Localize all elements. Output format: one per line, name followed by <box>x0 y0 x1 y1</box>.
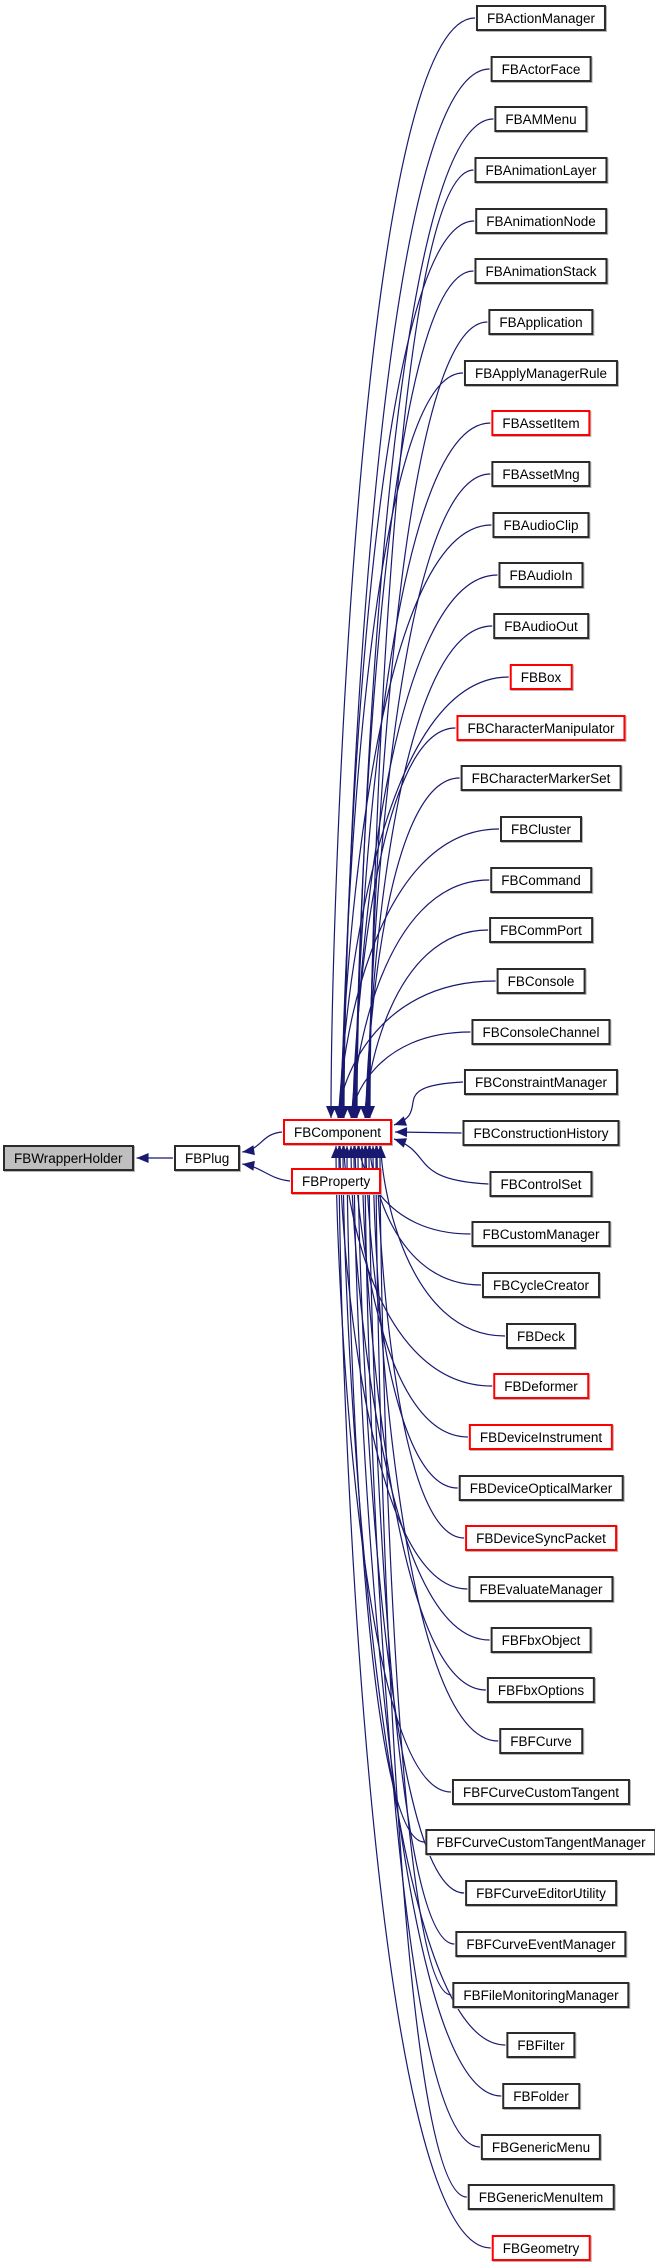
derived-class-node[interactable]: FBAnimationStack <box>474 258 608 284</box>
derived-class-node[interactable]: FBDeviceSyncPacket <box>465 1525 617 1551</box>
node-fbplug[interactable]: FBPlug <box>174 1145 241 1171</box>
derived-class-node[interactable]: FBFCurveCustomTangentManager <box>425 1829 655 1855</box>
derived-class-node[interactable]: FBCustomManager <box>471 1221 611 1247</box>
derived-class-node[interactable]: FBCharacterMarkerSet <box>460 765 622 791</box>
derived-class-node[interactable]: FBFCurveEventManager <box>455 1931 627 1957</box>
derived-class-node[interactable]: FBDeck <box>505 1323 577 1349</box>
derived-class-node[interactable]: FBFolder <box>502 2083 580 2109</box>
derived-class-node[interactable]: FBAudioOut <box>493 613 589 639</box>
derived-class-node[interactable]: FBGeometry <box>491 2235 591 2261</box>
derived-class-node[interactable]: FBAssetItem <box>491 410 591 436</box>
derived-class-node[interactable]: FBFCurveEditorUtility <box>465 1880 617 1906</box>
derived-class-node[interactable]: FBFbxOptions <box>486 1677 596 1703</box>
node-fbwrapperholder: FBWrapperHolder <box>3 1145 134 1171</box>
derived-class-node[interactable]: FBAnimationLayer <box>474 157 608 183</box>
derived-class-node[interactable]: FBAnimationNode <box>475 208 607 234</box>
derived-class-node[interactable]: FBConstructionHistory <box>462 1120 620 1146</box>
node-fbproperty[interactable]: FBProperty <box>291 1168 382 1194</box>
derived-class-node[interactable]: FBDeviceInstrument <box>468 1424 614 1450</box>
derived-class-node[interactable]: FBAudioClip <box>492 512 590 538</box>
derived-class-node[interactable]: FBFCurve <box>499 1728 583 1754</box>
derived-class-node[interactable]: FBCommand <box>490 867 592 893</box>
derived-class-node[interactable]: FBDeviceOpticalMarker <box>458 1475 624 1501</box>
node-fbcomponent[interactable]: FBComponent <box>283 1119 393 1145</box>
derived-class-node[interactable]: FBCommPort <box>489 917 593 943</box>
derived-class-node[interactable]: FBApplication <box>488 309 594 335</box>
derived-class-node[interactable]: FBActorFace <box>490 56 592 82</box>
derived-class-node[interactable]: FBConsole <box>496 968 586 994</box>
derived-class-node[interactable]: FBFbxObject <box>490 1627 592 1653</box>
derived-class-node[interactable]: FBCharacterManipulator <box>456 715 626 741</box>
derived-class-node[interactable]: FBFileMonitoringManager <box>452 1982 630 2008</box>
derived-class-node[interactable]: FBFilter <box>506 2032 576 2058</box>
derived-class-node[interactable]: FBEvaluateManager <box>468 1576 614 1602</box>
derived-class-node[interactable]: FBConsoleChannel <box>471 1019 611 1045</box>
derived-class-node[interactable]: FBAssetMng <box>491 461 591 487</box>
derived-class-node[interactable]: FBCluster <box>499 816 583 842</box>
derived-class-node[interactable]: FBApplyManagerRule <box>463 360 619 386</box>
derived-class-node[interactable]: FBDeformer <box>493 1373 589 1399</box>
derived-class-node[interactable]: FBControlSet <box>489 1171 593 1197</box>
derived-class-node[interactable]: FBActionManager <box>475 5 607 31</box>
derived-class-node[interactable]: FBGenericMenuItem <box>467 2184 615 2210</box>
derived-class-node[interactable]: FBAMMenu <box>494 106 588 132</box>
derived-class-node[interactable]: FBCycleCreator <box>481 1272 601 1298</box>
derived-class-node[interactable]: FBBox <box>509 664 573 690</box>
derived-class-node[interactable]: FBFCurveCustomTangent <box>451 1779 631 1805</box>
derived-class-node[interactable]: FBConstraintManager <box>463 1069 619 1095</box>
derived-class-node[interactable]: FBAudioIn <box>498 562 584 588</box>
derived-class-node[interactable]: FBGenericMenu <box>480 2134 602 2160</box>
